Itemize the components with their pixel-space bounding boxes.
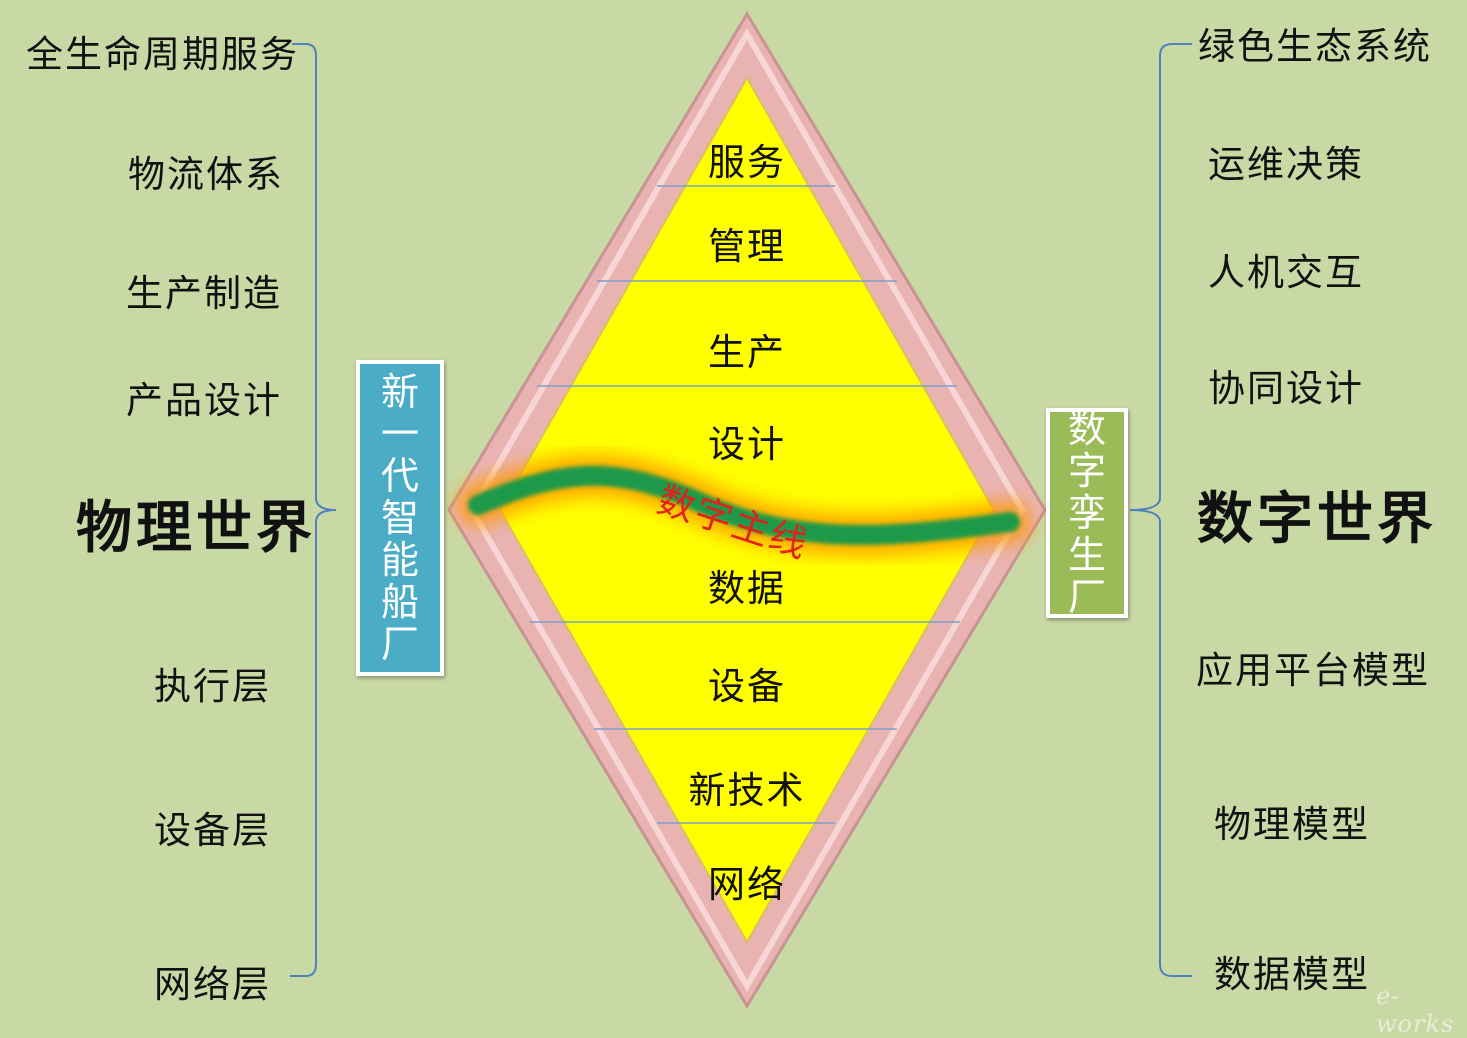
left-item-execution-layer: 执行层 [154,665,271,708]
left-item-logistics: 物流体系 [128,153,284,196]
left-box-char: 能 [380,538,419,582]
left-box-char: 厂 [380,622,419,666]
right-box-digital-twin-factory: 数 字 孪 生 厂 [1046,408,1128,618]
layer-service: 服务 [708,141,786,184]
layer-data: 数据 [708,567,786,610]
left-box-char: 船 [380,580,419,624]
layer-new-technology: 新技术 [688,769,806,812]
left-box-char: 新 [380,370,419,414]
layer-equipment: 设备 [708,665,786,708]
left-item-lifecycle-service: 全生命周期服务 [26,33,299,76]
right-item-collaborative-design: 协同设计 [1208,367,1364,410]
right-box-char: 数 [1067,407,1106,451]
layer-dividers [530,185,960,824]
right-bracket [1129,43,1192,977]
right-box-char: 字 [1067,449,1106,493]
left-item-product-design: 产品设计 [126,379,282,422]
right-box-char: 厂 [1067,575,1106,619]
left-bracket [290,43,337,977]
watermark-logo: e-works [1376,982,1455,1038]
left-box-char: 一 [380,412,419,456]
left-item-device-layer: 设备层 [154,809,271,852]
layer-management: 管理 [708,225,786,268]
left-box-char: 代 [380,454,419,498]
left-item-production: 生产制造 [126,272,282,315]
right-item-operations-decision: 运维决策 [1208,143,1364,186]
layer-production: 生产 [708,331,786,374]
left-item-network-layer: 网络层 [154,963,271,1006]
right-title-digital-world: 数字世界 [1197,487,1437,552]
right-box-char: 生 [1067,533,1106,577]
right-item-green-ecosystem: 绿色生态系统 [1198,25,1432,68]
right-item-application-platform-model: 应用平台模型 [1196,649,1430,692]
left-title-physical-world: 物理世界 [76,496,316,561]
layer-network: 网络 [708,863,786,906]
left-box-smart-shipyard: 新 一 代 智 能 船 厂 [356,360,444,676]
right-item-human-machine-interaction: 人机交互 [1208,251,1364,294]
left-box-char: 智 [380,496,419,540]
right-item-data-model: 数据模型 [1214,953,1370,996]
digital-thread-line [468,465,1020,545]
layer-design: 设计 [708,423,786,466]
right-item-physical-model: 物理模型 [1214,803,1370,846]
right-box-char: 孪 [1067,491,1106,535]
